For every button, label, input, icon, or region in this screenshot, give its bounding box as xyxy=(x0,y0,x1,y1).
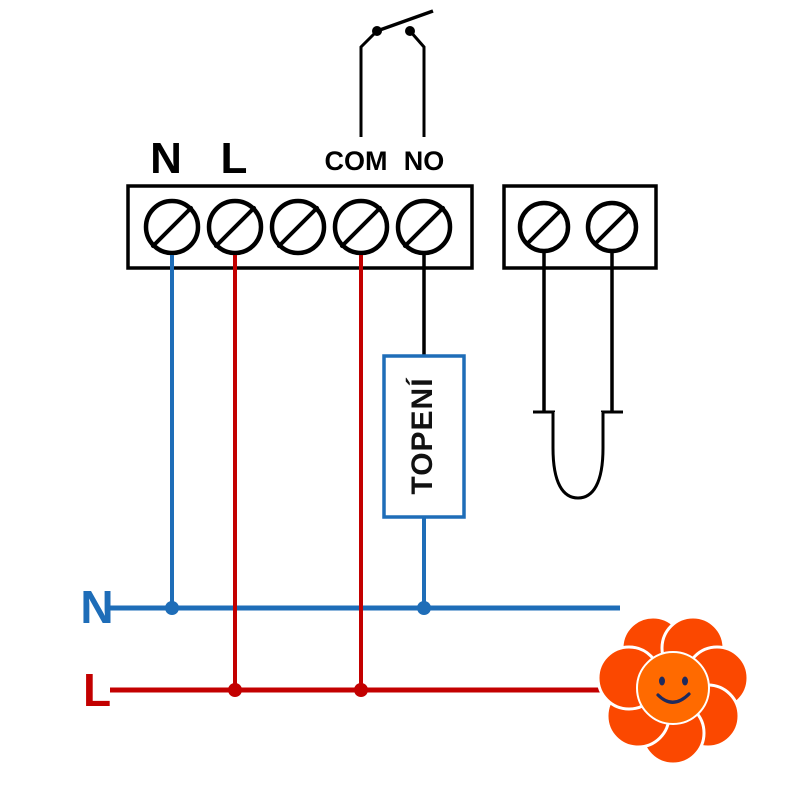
neutral-junction-dots xyxy=(165,601,431,615)
junction-dot xyxy=(165,601,179,615)
screw-slot xyxy=(593,208,631,246)
screw-slot xyxy=(340,206,382,248)
screw-slot xyxy=(403,206,445,248)
neutral-bus-label: N xyxy=(80,581,113,633)
switch-contact-dot xyxy=(372,26,382,36)
terminal-label-n: N xyxy=(150,134,182,183)
line-junction-dots xyxy=(228,683,368,697)
heater-box-outline xyxy=(382,354,466,519)
switch-right-lead xyxy=(408,30,426,137)
probe-bulb xyxy=(551,412,605,500)
junction-dot xyxy=(354,683,368,697)
main-terminal-block xyxy=(126,184,474,270)
terminal-label-l: L xyxy=(221,134,248,183)
heater-box: TOPENÍ xyxy=(382,354,466,519)
flower-eye xyxy=(682,676,688,686)
screw-slot xyxy=(525,208,563,246)
flower-center xyxy=(636,651,710,725)
relay-switch-icon xyxy=(359,9,434,137)
flower-smile xyxy=(656,692,691,704)
flower-eyes xyxy=(659,676,688,686)
screw-slot xyxy=(151,206,193,248)
switch-left-lead xyxy=(359,29,379,137)
screw-slot xyxy=(277,206,319,248)
switch-contact-dot xyxy=(405,26,415,36)
junction-dot xyxy=(417,601,431,615)
terminal-label-no: NO xyxy=(404,146,445,176)
neutral-wires xyxy=(110,255,620,611)
screw-slot xyxy=(214,206,256,248)
terminal-label-com: COM xyxy=(325,146,388,176)
sensor-terminal-block xyxy=(502,184,658,270)
black-wires xyxy=(422,253,614,412)
heater-box-label: TOPENÍ xyxy=(405,377,439,494)
line-bus-label: L xyxy=(83,664,111,716)
flower-eye xyxy=(659,676,665,686)
switch-lever xyxy=(376,9,434,33)
smiley-flower-icon xyxy=(596,615,750,766)
junction-dot xyxy=(228,683,242,697)
temperature-probe-icon xyxy=(533,410,623,500)
